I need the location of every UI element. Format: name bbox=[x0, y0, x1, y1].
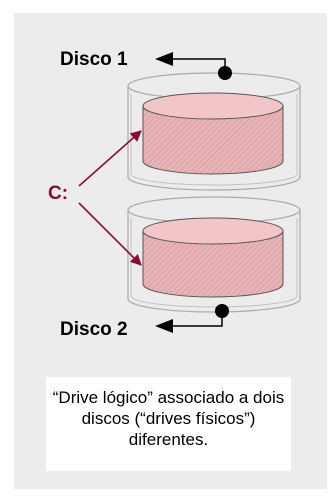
disk-1-label: Disco 1 bbox=[60, 49, 128, 70]
disk-2-label: Disco 2 bbox=[60, 319, 128, 340]
logical-drive-arrows bbox=[78, 130, 142, 266]
disk-1-platter bbox=[142, 92, 284, 175]
disk-2-platter bbox=[142, 217, 284, 298]
logical-drive-label: C: bbox=[48, 183, 69, 204]
disk-2-enclosure bbox=[127, 196, 301, 313]
disk-2-connector bbox=[155, 304, 229, 333]
disk-1-connector bbox=[155, 52, 232, 80]
caption-box: “Drive lógico” associado a dois discos (… bbox=[46, 377, 291, 471]
